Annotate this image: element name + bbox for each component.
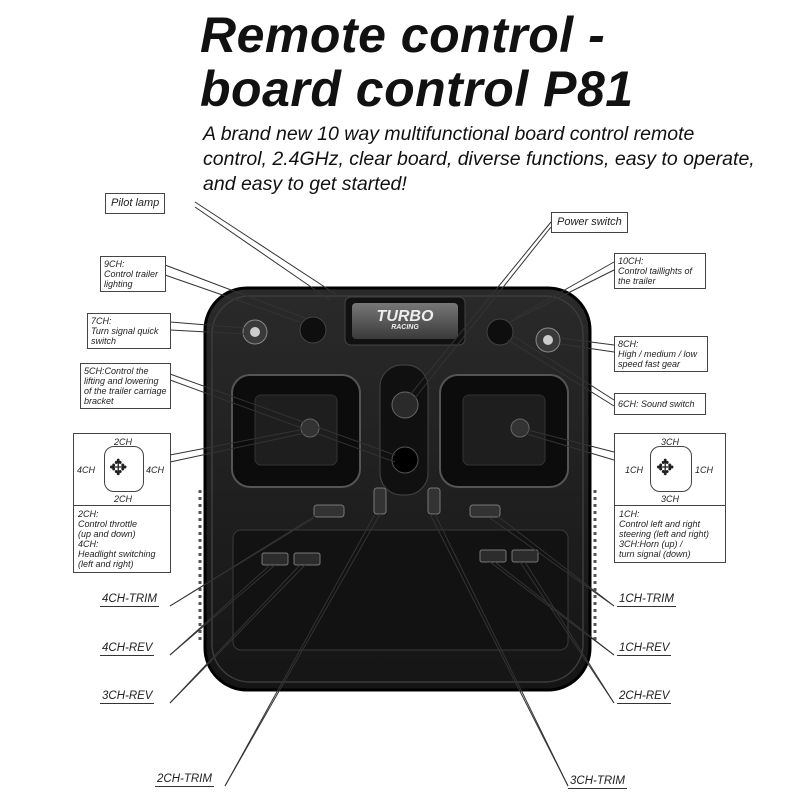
desc-line: Control left and right bbox=[619, 519, 701, 529]
ch4-trim-switch bbox=[313, 504, 345, 518]
left-stick-right-label: 4CH bbox=[146, 465, 165, 475]
ch3-rev-switch bbox=[293, 552, 321, 566]
page-title: Remote control - board control P81 bbox=[200, 8, 634, 116]
label-1ch-trim: 1CH-TRIM bbox=[617, 593, 676, 607]
ch3-trim-switch bbox=[427, 487, 441, 515]
ch5-knob bbox=[391, 446, 419, 474]
callout-ch5: 5CH:Control the lifting and lowering of … bbox=[80, 363, 171, 409]
ch2-trim-switch bbox=[373, 487, 387, 515]
desc-line: Headlight switching bbox=[78, 549, 156, 559]
left-stick-down-label: 2CH bbox=[114, 494, 133, 504]
desc-line: Control throttle bbox=[78, 519, 138, 529]
callout-ch8: 8CH: High / medium / low speed fast gear bbox=[614, 336, 708, 372]
desc-line: 1CH: bbox=[619, 509, 640, 519]
lower-panel bbox=[232, 529, 569, 651]
left-stick-left-label: 4CH bbox=[77, 465, 96, 475]
left-stick-up-label: 2CH bbox=[114, 437, 133, 447]
label-2ch-trim: 2CH-TRIM bbox=[155, 773, 214, 787]
ch1-trim-switch bbox=[469, 504, 501, 518]
logo-subtext: RACING bbox=[391, 324, 419, 331]
ch7-desc: Turn signal quick switch bbox=[91, 326, 159, 346]
ch8-title: 8CH: bbox=[618, 339, 639, 349]
label-4ch-trim: 4CH-TRIM bbox=[100, 593, 159, 607]
four-way-arrow-icon: ✥ bbox=[109, 455, 128, 480]
ch8-desc: High / medium / low speed fast gear bbox=[618, 349, 698, 369]
ch7-title: 7CH: bbox=[91, 316, 112, 326]
desc-line: steering (left and right) bbox=[619, 529, 710, 539]
desc-line: 2CH: bbox=[78, 509, 99, 519]
desc-line: 4CH: bbox=[78, 539, 99, 549]
left-stick-diagram: 2CH 2CH 4CH 4CH ✥ 2CH: Control throttle … bbox=[73, 433, 171, 573]
right-stick-up-label: 3CH bbox=[661, 437, 680, 447]
ch10-title: 10CH: bbox=[618, 256, 644, 266]
ch10-button bbox=[486, 318, 514, 346]
label-1ch-rev: 1CH-REV bbox=[617, 642, 672, 656]
label-3ch-trim: 3CH-TRIM bbox=[568, 775, 627, 789]
ch10-desc: Control taillights of the trailer bbox=[618, 266, 693, 286]
subtitle: A brand new 10 way multifunctional board… bbox=[203, 123, 755, 195]
right-stick-down-label: 3CH bbox=[661, 494, 680, 504]
label-4ch-rev: 4CH-REV bbox=[100, 642, 155, 656]
right-stick-description: 1CH: Control left and right steering (le… bbox=[615, 506, 725, 562]
right-stick-right-label: 1CH bbox=[695, 465, 714, 475]
title-line-1: Remote control - bbox=[200, 7, 606, 63]
desc-line: 3CH:Horn (up) / bbox=[619, 539, 683, 549]
right-stick-diagram: 3CH 3CH 1CH 1CH ✥ 1CH: Control left and … bbox=[614, 433, 726, 563]
ch9-button bbox=[299, 316, 327, 344]
right-stick-left-label: 1CH bbox=[625, 465, 644, 475]
ch9-desc: Control trailer lighting bbox=[104, 269, 159, 289]
ch1-rev-switch bbox=[479, 549, 507, 563]
label-3ch-rev: 3CH-REV bbox=[100, 690, 155, 704]
callout-ch6: 6CH: Sound switch bbox=[614, 393, 706, 415]
desc-line: (up and down) bbox=[78, 529, 136, 539]
logo-text: TURBO bbox=[376, 308, 434, 325]
center-panel bbox=[379, 364, 429, 496]
power-switch-knob bbox=[391, 391, 419, 419]
desc-line: (left and right) bbox=[78, 559, 134, 569]
ch2-rev-switch bbox=[511, 549, 539, 563]
ch9-title: 9CH: bbox=[104, 259, 125, 269]
left-stick-description: 2CH: Control throttle (up and down) 4CH:… bbox=[74, 506, 170, 572]
label-2ch-rev: 2CH-REV bbox=[617, 690, 672, 704]
desc-line: turn signal (down) bbox=[619, 549, 691, 559]
brand-logo: TURBO RACING bbox=[355, 309, 455, 332]
callout-ch9: 9CH: Control trailer lighting bbox=[100, 256, 166, 292]
ch4-rev-switch bbox=[261, 552, 289, 566]
title-line-2: board control P81 bbox=[200, 61, 634, 117]
callout-power-switch: Power switch bbox=[551, 212, 628, 233]
callout-pilot-lamp: Pilot lamp bbox=[105, 193, 166, 214]
callout-ch7: 7CH: Turn signal quick switch bbox=[87, 313, 171, 349]
four-way-arrow-icon: ✥ bbox=[656, 455, 675, 480]
callout-ch10: 10CH: Control taillights of the trailer bbox=[614, 253, 706, 289]
